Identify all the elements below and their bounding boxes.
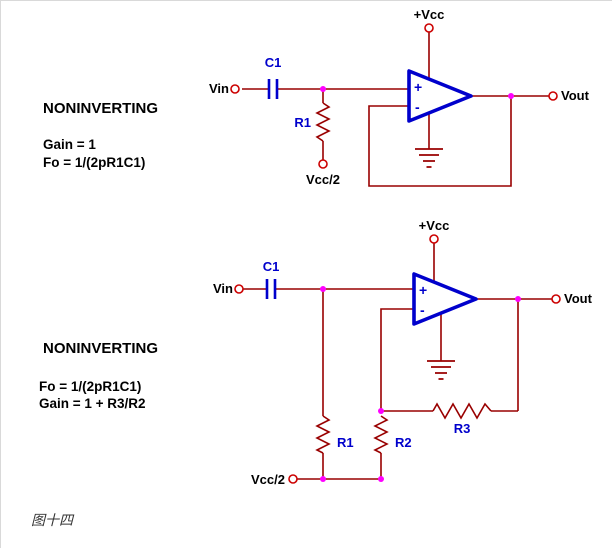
vout-label-top: Vout	[561, 88, 590, 103]
junction-dot	[378, 476, 384, 482]
opamp-bottom-plus-input: +	[419, 282, 427, 298]
opamp-top-plus-input: +	[414, 79, 422, 95]
vcc-label-bottom: +Vcc	[419, 218, 450, 233]
top-gain-formula: Gain = 1	[43, 137, 96, 152]
bottom-circuit: NONINVERTING Fo = 1/(2pR1C1) Gain = 1 + …	[39, 218, 593, 487]
r1-label-bottom: R1	[337, 435, 354, 450]
terminal-vcc-half-top	[318, 159, 328, 169]
r2-label: R2	[395, 435, 412, 450]
junction-dot	[508, 93, 514, 99]
ground-symbol-bottom	[427, 360, 455, 380]
c1-label-top: C1	[265, 55, 282, 70]
terminal-vin-bottom	[234, 284, 244, 294]
opamp-top	[407, 69, 473, 123]
terminal-vcc-half-bottom	[288, 474, 298, 484]
terminal-vout-top	[548, 91, 558, 101]
opamp-bottom-minus-input: -	[420, 302, 425, 318]
resistor-r1-top	[315, 102, 331, 142]
terminal-vin-top	[230, 84, 240, 94]
c1-label-bottom: C1	[263, 259, 280, 274]
vcc-half-label-bottom: Vcc/2	[251, 472, 285, 487]
bottom-fo-formula: Fo = 1/(2pR1C1)	[39, 379, 141, 394]
opamp-top-minus-input: -	[415, 99, 420, 115]
junction-dot	[320, 86, 326, 92]
resistor-r3	[432, 402, 492, 420]
vin-label-bottom: Vin	[213, 281, 233, 296]
r1-label-top: R1	[294, 115, 311, 130]
opamp-bottom	[412, 272, 478, 326]
top-circuit: NONINVERTING Gain = 1 Fo = 1/(2pR1C1) + …	[43, 7, 590, 187]
terminal-vcc-top	[424, 23, 434, 33]
junction-dot	[378, 408, 384, 414]
capacitor-c1-top	[267, 79, 279, 99]
capacitor-c1-bottom	[265, 279, 277, 299]
r3-label: R3	[454, 421, 471, 436]
ground-symbol-top	[415, 148, 443, 168]
junction-dot	[320, 286, 326, 292]
bottom-wires	[243, 243, 552, 480]
junction-dot	[515, 296, 521, 302]
top-wires	[242, 32, 549, 187]
resistor-r1-bottom	[315, 415, 331, 454]
vcc-label-top: +Vcc	[414, 7, 445, 22]
junction-dot	[320, 476, 326, 482]
vin-label-top: Vin	[209, 81, 229, 96]
resistor-r2	[373, 415, 389, 454]
vout-label-bottom: Vout	[564, 291, 593, 306]
terminal-vcc-bottom	[429, 234, 439, 244]
terminal-vout-bottom	[551, 294, 561, 304]
vcc-half-label-top: Vcc/2	[306, 172, 340, 187]
top-circuit-title: NONINVERTING	[43, 100, 158, 117]
bottom-gain-formula: Gain = 1 + R3/R2	[39, 396, 146, 411]
bottom-circuit-title: NONINVERTING	[43, 340, 158, 357]
top-fo-formula: Fo = 1/(2pR1C1)	[43, 155, 145, 170]
figure-caption: 图十四	[31, 513, 75, 529]
